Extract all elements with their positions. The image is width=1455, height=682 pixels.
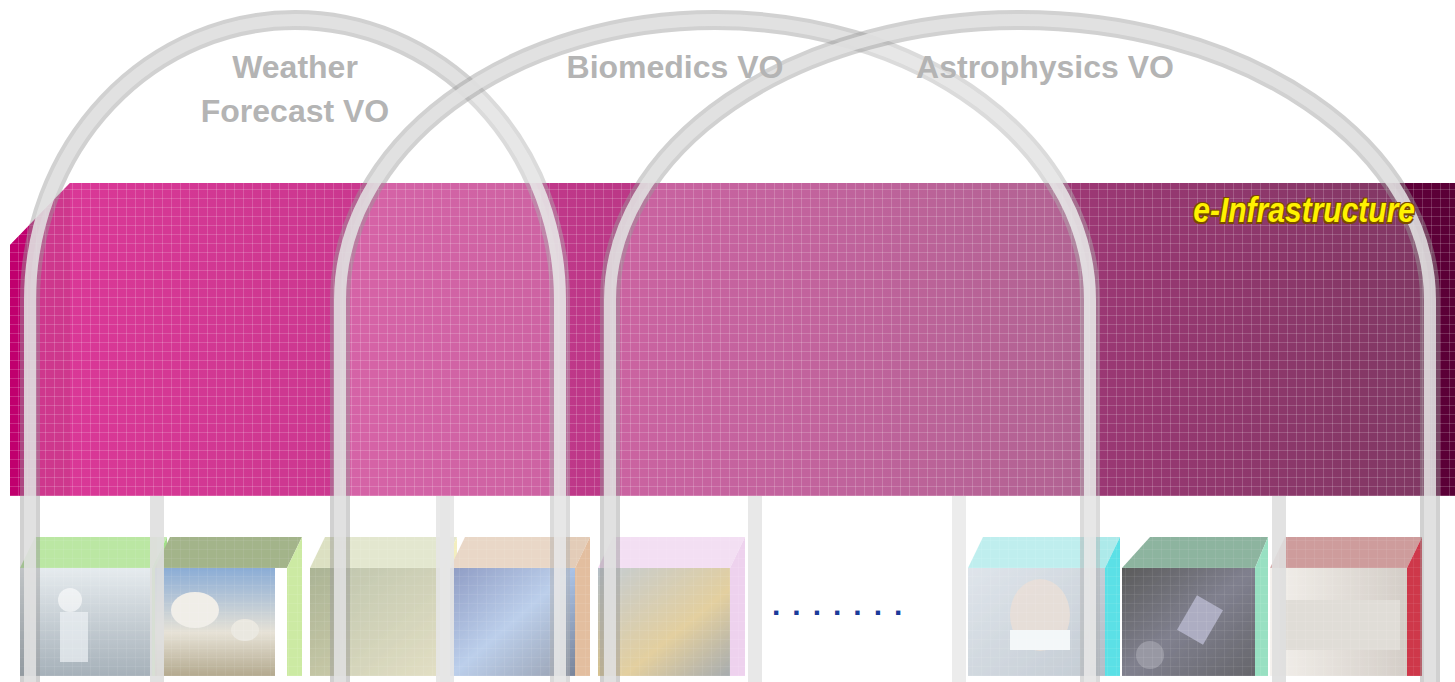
band-name: e-Infrastructure [1193, 191, 1415, 230]
vo-name: Astrophysics VO [905, 45, 1185, 89]
arch-outline [600, 10, 1440, 682]
vo-arch: Astrophysics VO [600, 10, 1440, 682]
ellipsis-label: ....... [772, 588, 914, 622]
vo-name: Weather Forecast VO [195, 45, 395, 133]
vo-name: Biomedics VO [555, 45, 795, 89]
